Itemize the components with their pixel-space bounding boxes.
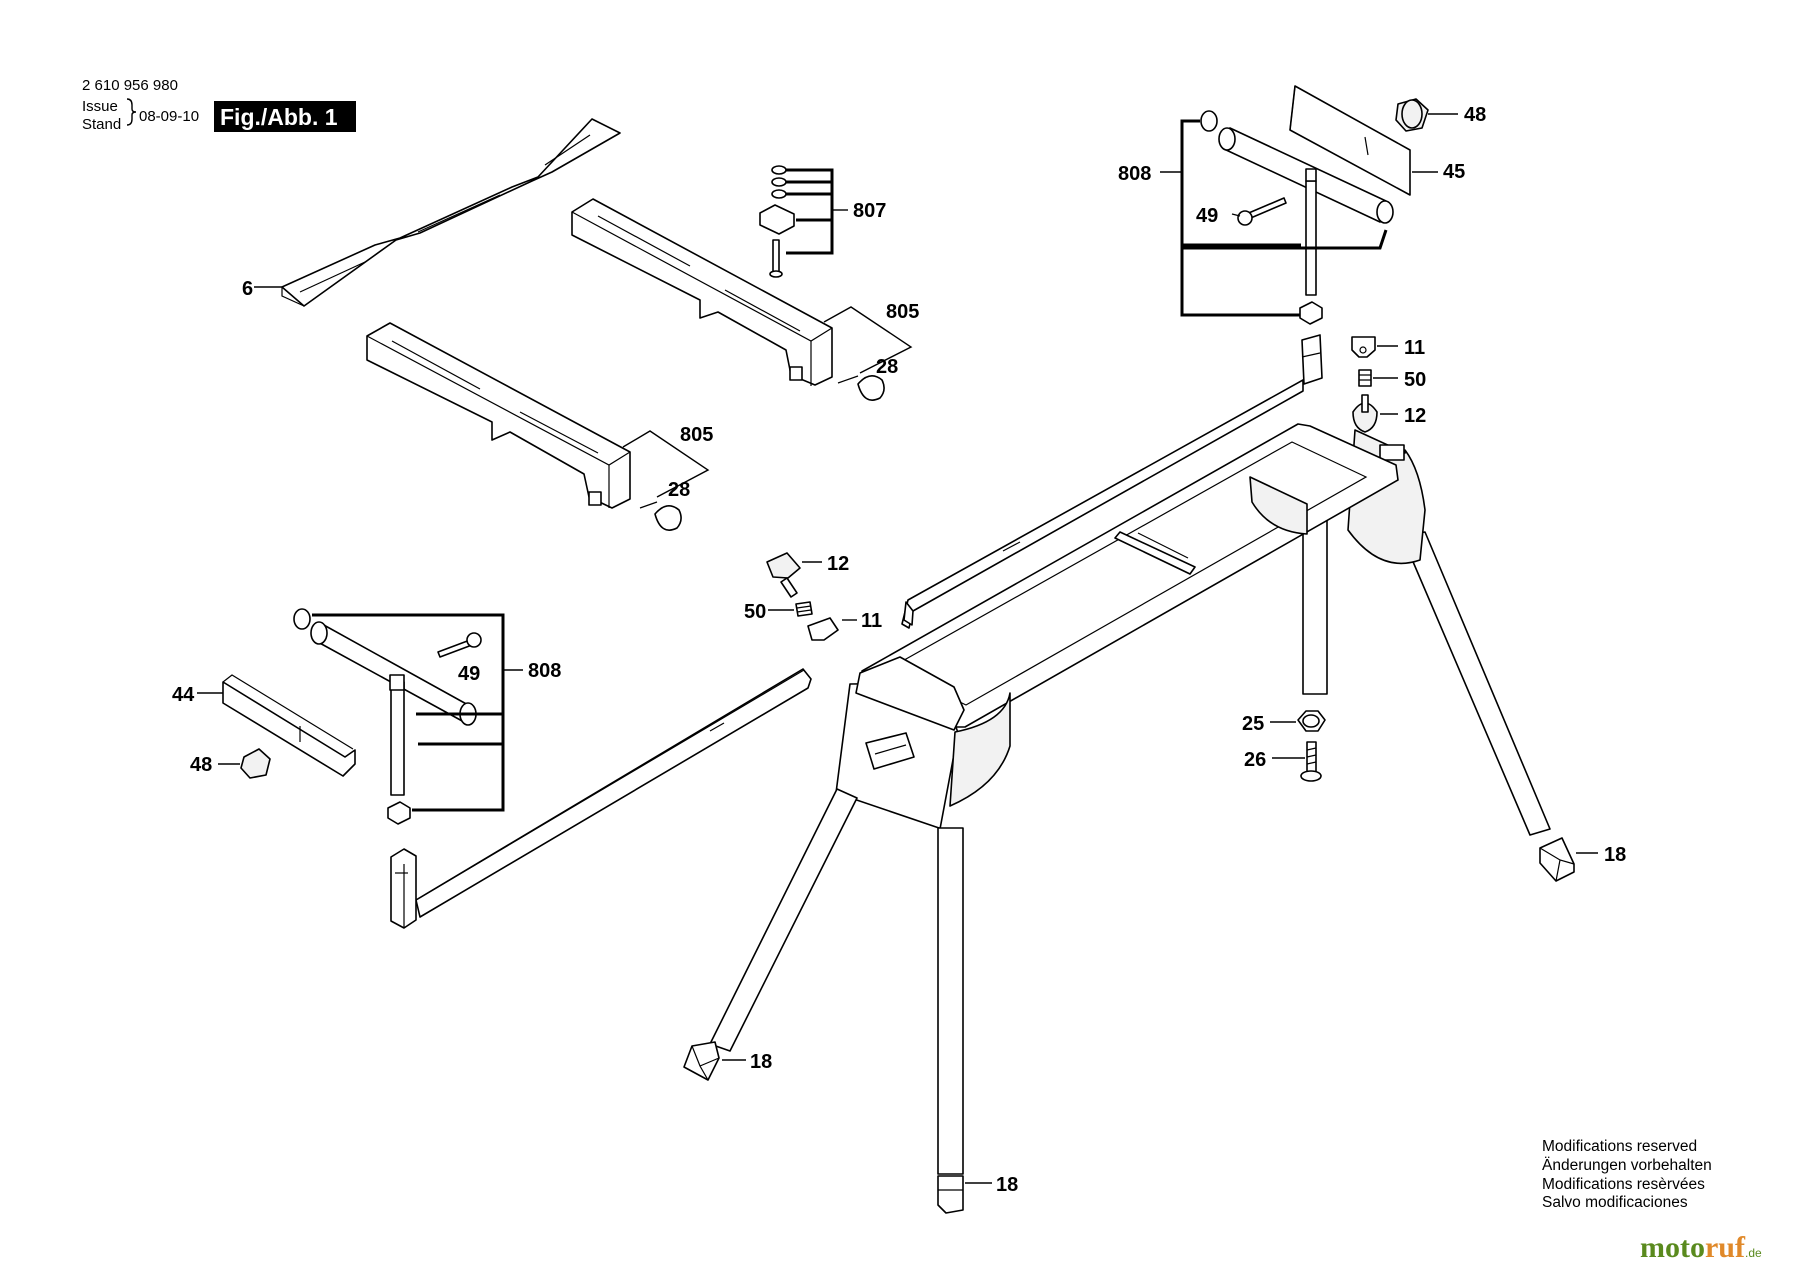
label-805-upper: 805 xyxy=(886,301,919,323)
part-44-bracket: 44 xyxy=(172,674,356,777)
part-808-upper-roller: 808 49 xyxy=(1118,110,1394,325)
label-26: 26 xyxy=(1244,749,1266,771)
note-en: Modifications reserved xyxy=(1542,1138,1697,1155)
foot-right xyxy=(1539,837,1575,882)
frame-crossbar xyxy=(1114,531,1196,575)
label-808-upper: 808 xyxy=(1118,163,1151,185)
parts-center-clamp: 12 50 11 xyxy=(744,552,882,641)
label-28-lower: 28 xyxy=(668,479,690,501)
part-808-lower-roller: 808 49 xyxy=(293,608,561,825)
label-45: 45 xyxy=(1443,161,1465,183)
label-11-center: 11 xyxy=(861,610,882,632)
label-48-lower: 48 xyxy=(190,754,212,776)
label-50-right: 50 xyxy=(1404,369,1426,391)
label-25: 25 xyxy=(1242,713,1264,735)
upper-extension-bar xyxy=(901,334,1323,629)
parts-right-clamp: 11 50 12 xyxy=(1351,336,1426,433)
label-18-bottom: 18 xyxy=(996,1174,1018,1196)
lower-extension-bar xyxy=(390,668,812,929)
issue-label: Issue xyxy=(82,98,118,115)
figure-badge xyxy=(214,101,356,132)
main-frame xyxy=(709,423,1551,1175)
watermark-logo: motoruf.de xyxy=(1640,1231,1762,1264)
part-45-bracket: 45 xyxy=(1289,85,1465,196)
label-808-lower: 808 xyxy=(528,660,561,682)
leg-front-center xyxy=(937,827,964,1175)
issue-brace xyxy=(126,98,137,126)
label-6: 6 xyxy=(242,278,253,300)
watermark-text: motoruf.de xyxy=(1640,1231,1762,1264)
parts-25-26: 25 26 xyxy=(1242,710,1326,782)
label-805-lower: 805 xyxy=(680,424,713,446)
part-805-upper-arm: 805 28 xyxy=(571,198,919,401)
note-fr: Modifications resèrvées xyxy=(1542,1176,1705,1193)
note-es: Salvo modificaciones xyxy=(1542,1194,1688,1211)
figure-label: Fig./Abb. 1 xyxy=(220,104,338,130)
label-12-center: 12 xyxy=(827,553,849,575)
parts-18-feet: 18 18 18 xyxy=(683,837,1626,1214)
label-49-upper: 49 xyxy=(1196,205,1218,227)
label-18-right: 18 xyxy=(1604,844,1626,866)
label-11-right: 11 xyxy=(1404,337,1425,359)
label-50-center: 50 xyxy=(744,601,766,623)
part-48-upper-cap: 48 xyxy=(1395,98,1486,132)
stand-label: Stand xyxy=(82,116,121,133)
label-28-upper: 28 xyxy=(876,356,898,378)
label-807: 807 xyxy=(853,200,886,222)
part-807-fastener-kit: 807 xyxy=(759,165,886,278)
leg-rear-right xyxy=(1401,531,1551,836)
foot-left xyxy=(683,1041,720,1081)
leg-front-left xyxy=(709,788,858,1052)
label-18-left: 18 xyxy=(750,1051,772,1073)
note-de: Änderungen vorbehalten xyxy=(1542,1157,1712,1174)
part-48-lower-cap: 48 xyxy=(190,748,271,779)
issue-date: 08-09-10 xyxy=(139,108,199,125)
part-6-plate: 6 xyxy=(242,118,621,307)
part-805-lower-arm: 805 28 xyxy=(366,322,713,531)
header: 2 610 956 980 Issue Stand 08-09-10 Fig./… xyxy=(82,77,356,133)
modification-notes: Modifications reserved Änderungen vorbeh… xyxy=(1542,1138,1712,1211)
doc-number: 2 610 956 980 xyxy=(82,77,178,94)
label-49-lower: 49 xyxy=(458,663,480,685)
label-44: 44 xyxy=(172,684,195,706)
label-12-right: 12 xyxy=(1404,405,1426,427)
label-48-upper: 48 xyxy=(1464,104,1486,126)
foot-bottom xyxy=(937,1175,964,1214)
